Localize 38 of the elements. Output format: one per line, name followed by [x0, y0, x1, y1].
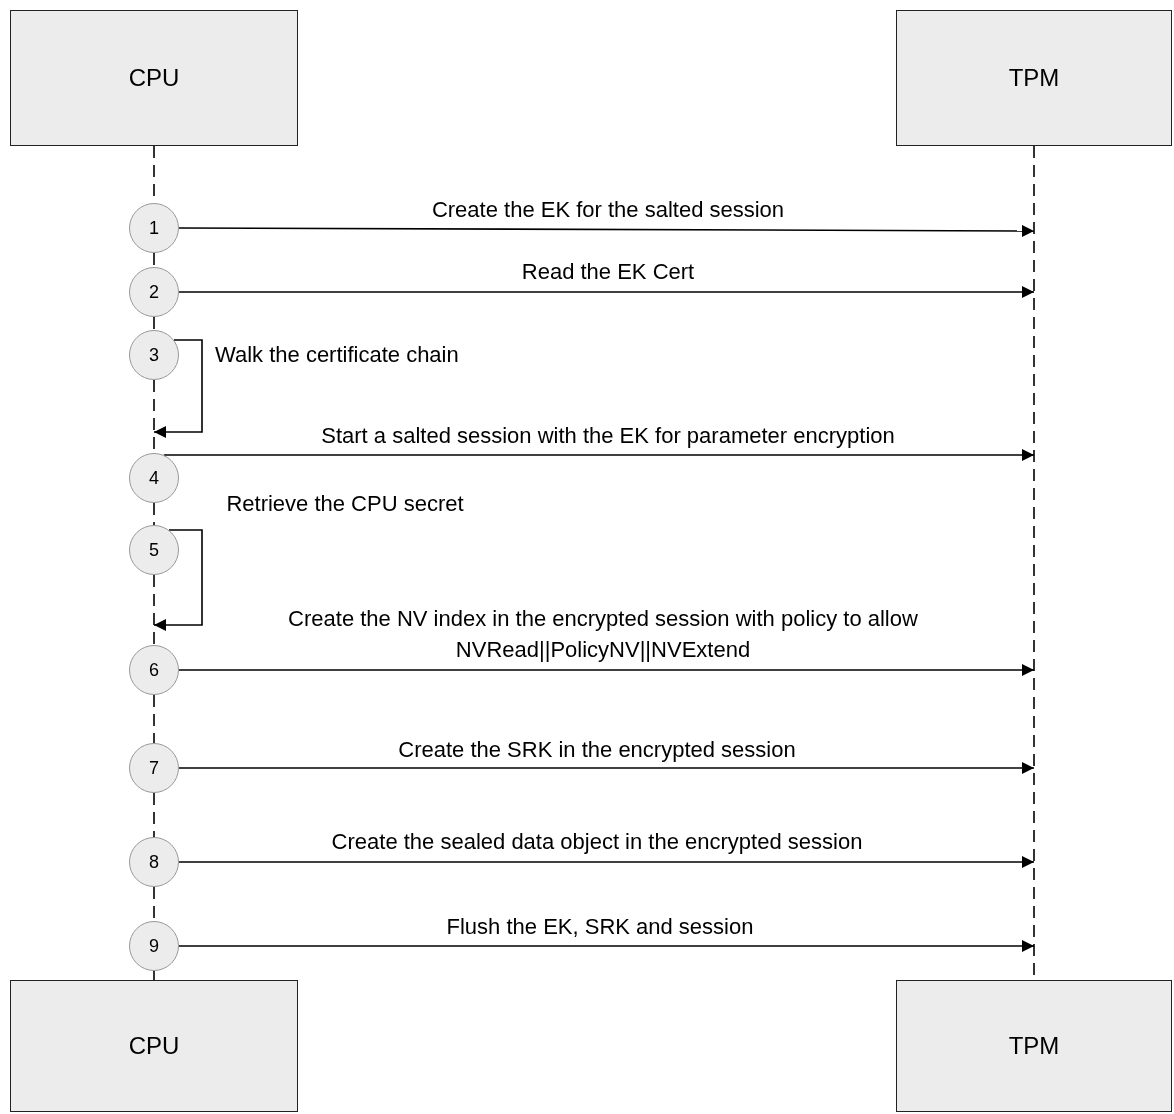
- step-number-circle: 6: [129, 645, 179, 695]
- message-arrow: [163, 449, 1035, 461]
- self-message-arrow: [153, 339, 203, 438]
- lifeline: [153, 502, 155, 526]
- lifeline-box: CPU: [10, 980, 298, 1112]
- lifeline: [153, 252, 155, 268]
- lifeline-box: CPU: [10, 10, 298, 146]
- step-number-circle: 2: [129, 267, 179, 317]
- message-arrow: [178, 224, 1035, 237]
- self-message-arrow: [153, 529, 203, 631]
- edge-label: Walk the certificate chain: [215, 341, 460, 369]
- step-number-circle: 1: [129, 203, 179, 253]
- step-number-circle: 7: [129, 743, 179, 793]
- lifeline: [153, 970, 155, 981]
- edge-label: Create the EK for the salted session: [430, 196, 786, 225]
- edge-label: Start a salted session with the EK for parameter encryption: [320, 422, 896, 451]
- edge-label: Create the NV index in the encrypted session with policy to allow NVRead||PolicyNV||NVExtend: [287, 605, 919, 665]
- step-number-circle: 5: [129, 525, 179, 575]
- edge-label: Create the SRK in the encrypted session: [397, 736, 797, 765]
- message-arrow: [178, 762, 1035, 774]
- message-arrow: [178, 664, 1035, 676]
- lifeline: [153, 574, 155, 646]
- step-number-circle: 8: [129, 837, 179, 887]
- edge-label: Read the EK Cert: [520, 258, 696, 287]
- lifeline: [153, 316, 155, 331]
- lifeline-box: TPM: [896, 10, 1172, 146]
- step-number-circle: 3: [129, 330, 179, 380]
- message-arrow: [178, 856, 1035, 868]
- message-arrow: [178, 286, 1035, 298]
- step-number-circle: 4: [129, 453, 179, 503]
- edge-label: Create the sealed data object in the encrypted session: [330, 828, 864, 857]
- message-arrow: [178, 940, 1035, 952]
- lifeline: [153, 792, 155, 838]
- edge-label: Retrieve the CPU secret: [225, 490, 465, 519]
- lifeline: [153, 694, 155, 744]
- step-number-circle: 9: [129, 921, 179, 971]
- lifeline-box: TPM: [896, 980, 1172, 1112]
- edge-label: Flush the EK, SRK and session: [445, 913, 755, 942]
